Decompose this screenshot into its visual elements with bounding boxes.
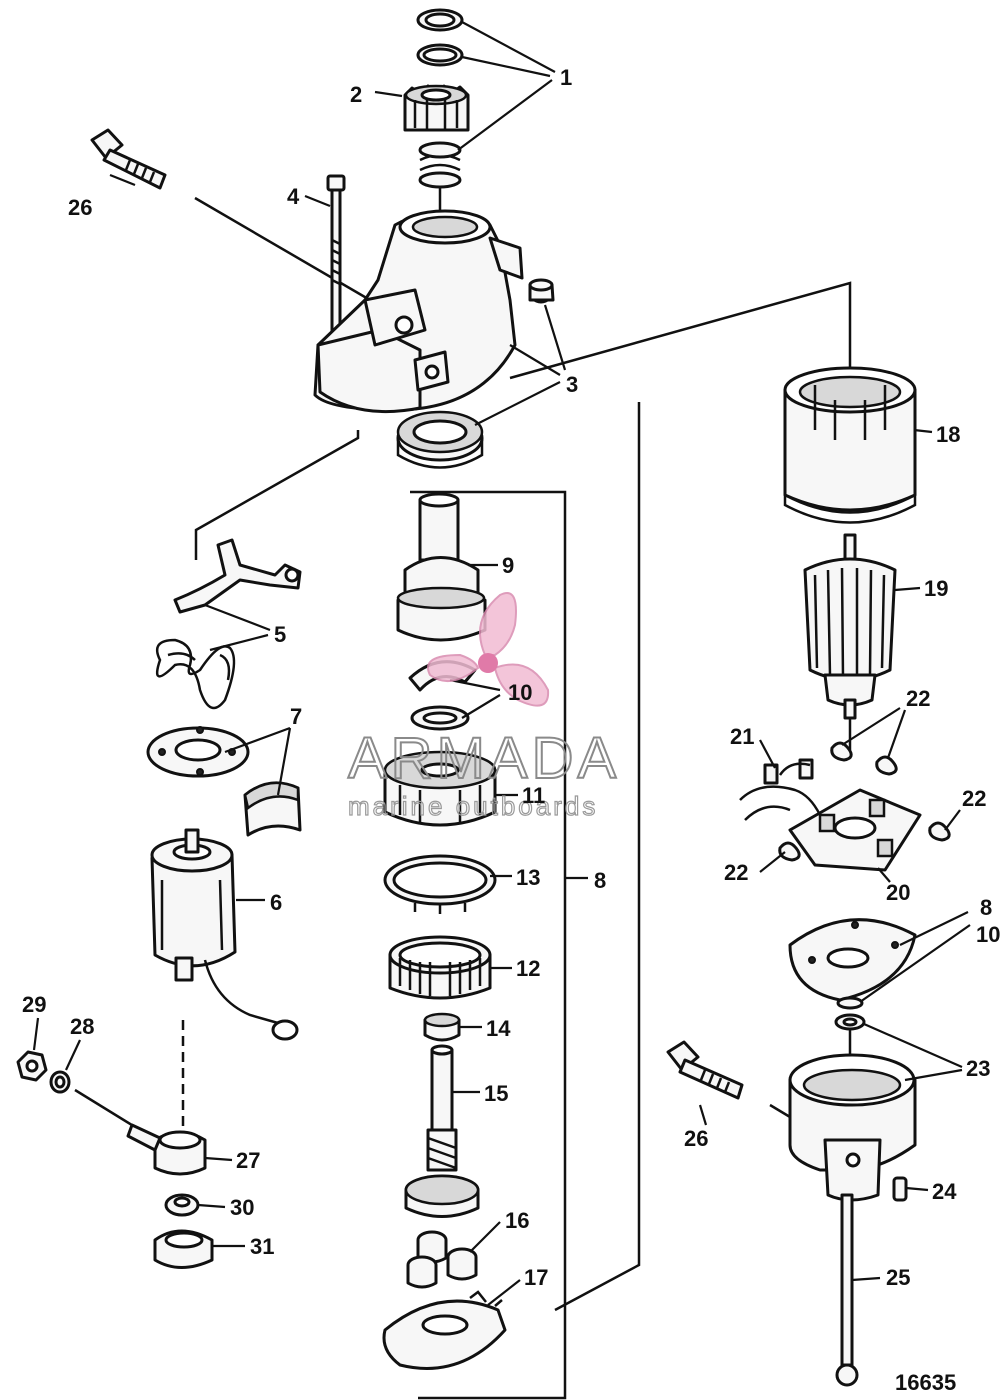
part-22-brush-springs bbox=[778, 741, 951, 862]
callout-26-upper: 26 bbox=[68, 195, 92, 220]
part-4-bolt bbox=[326, 174, 346, 342]
part-24-screw bbox=[892, 1176, 908, 1202]
callout-10-drive: 10 bbox=[508, 680, 532, 705]
callout-16: 16 bbox=[505, 1208, 529, 1233]
callout-8-end-plate: 8 bbox=[980, 895, 992, 920]
callout-27: 27 bbox=[236, 1148, 260, 1173]
callout-22-right: 22 bbox=[962, 786, 986, 811]
watermark-subtitle: marine outboards bbox=[348, 791, 598, 821]
part-15-drive-shaft bbox=[404, 1044, 480, 1218]
diagram-reference-number: 16635 bbox=[895, 1370, 956, 1395]
callout-12: 12 bbox=[516, 956, 540, 981]
callout-4: 4 bbox=[287, 184, 300, 209]
part-7-plate-and-magnet bbox=[146, 726, 302, 837]
callout-13: 13 bbox=[516, 865, 540, 890]
part-9-pinion-housing bbox=[396, 492, 487, 642]
callout-19: 19 bbox=[924, 576, 948, 601]
part-20-brush-plate bbox=[788, 788, 922, 872]
callout-labels: 1 2 3 4 5 6 7 8 8 9 10 10 11 12 13 14 15… bbox=[22, 65, 1000, 1290]
callout-11: 11 bbox=[522, 783, 545, 808]
callout-6: 6 bbox=[270, 890, 282, 915]
part-26-bolt-upper bbox=[90, 128, 167, 190]
callout-3: 3 bbox=[566, 372, 578, 397]
watermark: ARMADA marine outboards bbox=[347, 592, 620, 822]
callout-29: 29 bbox=[22, 992, 46, 1017]
callout-30: 30 bbox=[230, 1195, 254, 1220]
callout-23: 23 bbox=[966, 1056, 990, 1081]
part-12-ring-gear bbox=[388, 935, 492, 1000]
leader-lines bbox=[32, 21, 971, 1306]
callout-22-left: 22 bbox=[724, 860, 748, 885]
part-16-planet-gears bbox=[406, 1230, 478, 1289]
callout-10-end-plate: 10 bbox=[976, 922, 1000, 947]
callout-5: 5 bbox=[274, 622, 286, 647]
watermark-title: ARMADA bbox=[348, 726, 620, 791]
part-31-terminal-cap bbox=[153, 1229, 214, 1269]
part-18-field-frame bbox=[783, 366, 917, 524]
part-11-gear-housing bbox=[383, 750, 497, 827]
part-1-rings-and-spring bbox=[416, 8, 464, 189]
watermark-logo-icon bbox=[427, 592, 550, 707]
callout-20: 20 bbox=[886, 880, 910, 905]
callout-8-drive: 8 bbox=[594, 868, 606, 893]
callout-1: 1 bbox=[560, 65, 572, 90]
callout-26-lower: 26 bbox=[684, 1126, 708, 1151]
callout-14: 14 bbox=[486, 1016, 511, 1041]
callout-18: 18 bbox=[936, 422, 960, 447]
part-19-armature bbox=[803, 533, 897, 720]
part-26-bolt-lower bbox=[666, 1040, 744, 1100]
part-6-solenoid bbox=[150, 828, 299, 1041]
part-2-pinion-gear bbox=[403, 84, 470, 132]
callout-21: 21 bbox=[730, 724, 754, 749]
callout-9: 9 bbox=[502, 553, 514, 578]
part-21-brush-leads bbox=[739, 758, 822, 821]
part-30-bushing bbox=[164, 1193, 200, 1217]
callout-17: 17 bbox=[524, 1265, 548, 1290]
part-23-end-cap bbox=[788, 1013, 917, 1202]
part-13-retainer-ring bbox=[383, 854, 497, 914]
part-3-drive-housing bbox=[313, 209, 555, 469]
part-5-shift-lever bbox=[155, 538, 302, 710]
part-28-lock-washer bbox=[49, 1070, 71, 1094]
callout-7: 7 bbox=[290, 704, 302, 729]
part-17-thrust-plate bbox=[382, 1290, 507, 1370]
part-27-terminal bbox=[126, 1123, 207, 1176]
callout-25: 25 bbox=[886, 1265, 910, 1290]
callout-2: 2 bbox=[350, 82, 362, 107]
part-14-bushing bbox=[423, 1012, 461, 1042]
callout-28: 28 bbox=[70, 1014, 94, 1039]
part-8-10-end-plate bbox=[788, 918, 917, 1010]
part-29-nut bbox=[16, 1050, 48, 1082]
callout-22-top: 22 bbox=[906, 686, 930, 711]
callout-24: 24 bbox=[932, 1179, 957, 1204]
callout-15: 15 bbox=[484, 1081, 508, 1106]
callout-31: 31 bbox=[250, 1234, 274, 1259]
part-25-through-bolt bbox=[835, 1193, 859, 1387]
